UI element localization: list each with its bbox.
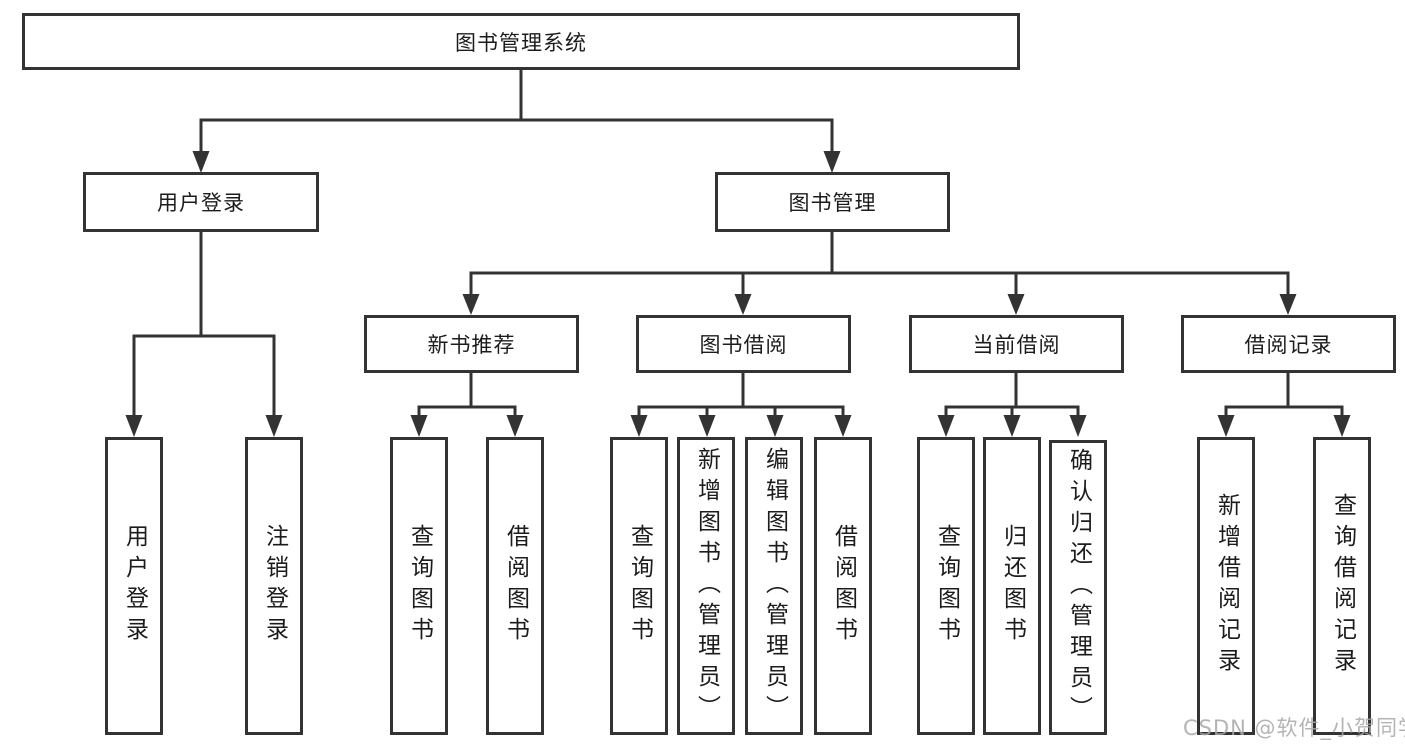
node-label: 借阅记录: [1244, 333, 1333, 357]
leaf-confirm-return-admin: 确认归还（管理员）: [1049, 440, 1107, 735]
leaf-user-login: 用户登录: [105, 437, 163, 735]
leaf-query-books-recommend: 查询图书: [390, 437, 448, 735]
leaf-return-books: 归还图书: [983, 437, 1041, 735]
node-label: 查询图书: [406, 524, 433, 648]
node-label: 图书管理系统: [455, 30, 587, 55]
node-label: 查询借阅记录: [1329, 493, 1356, 679]
node-label: 用户登录: [121, 524, 148, 648]
node-label: 新增图书（管理员）: [693, 446, 720, 726]
leaf-borrow-books-recommend: 借阅图书: [486, 437, 544, 735]
leaf-logout: 注销登录: [245, 437, 303, 735]
node-label: 用户登录: [157, 191, 245, 215]
node-label: 归还图书: [999, 524, 1026, 648]
leaf-query-borrow-record: 查询借阅记录: [1313, 437, 1371, 735]
node-label: 当前借阅: [972, 333, 1061, 357]
node-new-book-recommend: 新书推荐: [364, 315, 579, 373]
node-label: 查询图书: [626, 524, 653, 648]
leaf-query-books-current: 查询图书: [917, 437, 975, 735]
node-label: 编辑图书（管理员）: [761, 446, 788, 726]
node-current-borrowing: 当前借阅: [909, 315, 1124, 373]
node-label: 借阅图书: [502, 524, 529, 648]
node-borrowing-records: 借阅记录: [1181, 315, 1396, 373]
node-label: 注销登录: [261, 524, 288, 648]
leaf-query-books-borrowing: 查询图书: [610, 437, 668, 735]
leaf-add-borrow-record: 新增借阅记录: [1197, 437, 1255, 735]
node-label: 借阅图书: [830, 524, 857, 648]
node-label: 查询图书: [933, 524, 960, 648]
node-user-login: 用户登录: [83, 172, 319, 232]
node-label: 确认归还（管理员）: [1065, 448, 1092, 727]
node-label: 新书推荐: [427, 333, 516, 357]
node-book-management: 图书管理: [715, 172, 950, 232]
node-label: 图书管理: [788, 191, 877, 215]
node-root: 图书管理系统: [22, 13, 1020, 70]
node-label: 图书借阅: [699, 333, 788, 357]
node-book-borrowing: 图书借阅: [636, 315, 851, 373]
leaf-add-books-admin: 新增图书（管理员）: [677, 437, 735, 735]
node-label: 新增借阅记录: [1213, 493, 1240, 679]
csdn-watermark: CSDN @软件_小贺同学: [1183, 716, 1405, 740]
leaf-borrow-books-borrowing: 借阅图书: [814, 437, 872, 735]
leaf-edit-books-admin: 编辑图书（管理员）: [745, 437, 803, 735]
